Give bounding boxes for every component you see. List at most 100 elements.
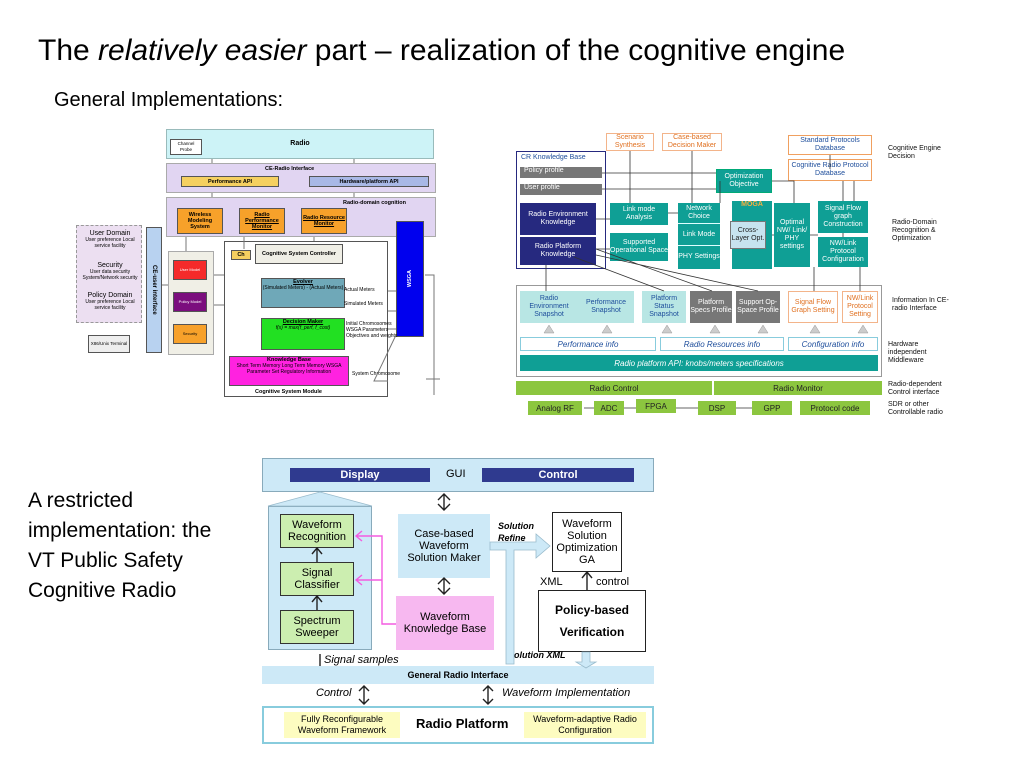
d1-policy-model: Policy Model [173,292,207,312]
d3-gui: GUI [446,468,466,480]
d2-network-col: Network Choice Link Mode PHY Settings [678,203,720,269]
d2-user-profile: User profile [520,184,602,195]
d2-kb-frame: CR Knowledge Base [516,151,606,269]
d2-r-info: Information In CE-radio Interface [892,297,949,312]
d2-perf-info: Performance info [520,337,656,351]
d3-solution-refine: Solution Refine [498,521,534,543]
d2-phy-settings: PHY Settings [678,245,720,267]
d3-control: Control [482,468,634,482]
d1-system-chrom: System Chromosome [352,371,401,377]
d2-nw-link-config: NW/Link Protocol Configuration [818,237,868,267]
d2-protocol-code: Protocol code [800,401,870,415]
d2-radio-env-kb: Radio Environment Knowledge [520,203,596,235]
d2-r-domain: Radio-Domain Recognition & Optimization [892,219,937,242]
d2-link-mode-analysis: Link mode Analysis [610,203,668,225]
d3-solution-xml: Solution XML [508,650,566,660]
d1-user-model: User Model [173,260,207,280]
d1-performance-api: Performance API [181,176,279,187]
d2-snap-ops: Support Op-Space Profile [736,291,780,323]
d2-standard-db: Standard Protocols Database [788,135,872,155]
d1-connectors [162,159,440,395]
d1-radio-domain-label: Radio-domain cognition [343,200,406,206]
d3-policy-box: Policy-based Verification [538,590,646,652]
d1-res-monitor: Radio Resource Monitor [301,208,347,234]
d3-wso-ga: Waveform Solution Optimization GA [552,512,622,572]
d3-waveform-kb: Waveform Knowledge Base [396,596,494,650]
d2-cross-layer: Cross-Layer Opt. [730,221,766,249]
d1-ce-radio-label: CE-Radio Interface [265,166,315,172]
d2-scenario: Scenario Synthesis [606,133,654,151]
d1-hardware-api: Hardware/platform API [309,176,429,187]
d2-radio-control: Radio Control [516,381,712,395]
d1-channel-probe: Channel Probe [170,139,202,155]
d3-control-italic: Control [316,687,352,699]
diagram-cr-engine: Scenario Synthesis Case-based Decision M… [514,125,954,425]
d3-waveform-impl: Waveform Implementation [502,687,631,699]
d2-r-hw: Hardware independent Middleware [888,341,927,364]
d3-display: Display [290,468,430,482]
d1-cs-controller: Cognitive System Controller [255,244,343,264]
d2-sfg-setting: Signal Flow Graph Setting [788,291,838,323]
d2-config-info: Configuration info [788,337,878,351]
d2-analog-rf: Analog RF [528,401,582,415]
d1-wsga: WSGA [396,221,424,337]
d2-case-based: Case-based Decision Maker [662,133,722,151]
side-note: A restricted implementation: the VT Publ… [28,489,212,602]
d2-cr-kb-label: CR Knowledge Base [521,154,586,161]
d2-radio-monitor: Radio Monitor [714,381,882,395]
d1-initial-chrom: Initial Chromosomes WSGA Parameters Obje… [346,321,398,339]
d2-gpp: GPP [752,401,792,415]
d2-supported-ops: Supported Operational Space [610,233,668,261]
d2-res-info: Radio Resources info [660,337,784,351]
d2-platform-api: Radio platform API: knobs/meters specifi… [520,355,878,371]
d1-terminal: X86/Unix Terminal [88,335,130,353]
d1-ce-radio-interface: CE-Radio Interface Performance API Hardw… [166,163,436,193]
d1-radio: Radio [166,129,434,159]
d3-control-small: control [596,576,630,588]
d2-connectors [543,151,869,409]
diagram-ce-architecture: Radio Channel Probe CE-Radio Interface P… [74,125,440,400]
d2-adc: ADC [594,401,624,415]
d1-ce-user-interface: CE-user interface [146,227,162,353]
d1-radio-domain: Radio-domain cognition Wireless Modeling… [166,197,436,237]
d3-spectrum-sweeper: Spectrum Sweeper [280,610,354,644]
d2-r-sdr: SDR or other Controllable radio [888,401,943,416]
d2-policy-profile: Policy profile [520,167,602,178]
d1-wireless-modeling: Wireless Modeling System [177,208,223,234]
d2-link-mode: Link Mode [678,223,720,245]
d3-waveform-recog: Waveform Recognition [280,514,354,548]
d2-snap-specs: Platform Specs Profile [690,291,732,323]
d2-dsp: DSP [698,401,736,415]
d1-actual-meters: Actual Meters [344,287,375,293]
d3-connectors [267,491,598,705]
d1-model-column: User Model Policy Model Security [168,251,214,355]
d1-evolver: Evolver(Simulated Meters) - (Actual Mete… [261,278,345,308]
d2-sfg-construction: Signal Flow graph Construction [818,201,868,233]
d2-r-cog: Cognitive Engine Decision [888,145,941,160]
d2-fpga: FPGA [636,399,676,413]
d1-security-block: Security [173,324,207,344]
d1-perf-monitor: Radio Performance Monitor [239,208,285,234]
d1-csm-label: Cognitive System Module [255,389,322,395]
d2-network-choice: Network Choice [686,205,712,220]
d2-snap-plat: Platform Status Snapshot [642,291,686,323]
d3-signal-samples: Signal samples [324,654,399,666]
d2-moga: MOGA [741,201,763,208]
slide-subtitle: General Implementations: [54,89,284,111]
d2-snap-env: Radio Environment Snapshot [520,291,578,323]
d2-info-frame [516,285,882,377]
d3-gri: General Radio Interface [262,666,654,684]
d3-radio-platform: Radio Platform [416,716,509,731]
d3-xml: XML [540,576,563,588]
d3-fully-reconfig: Fully Reconfigurable Waveform Framework [284,712,400,738]
d2-opt-objective: Optimization Objective [716,169,772,193]
d3-verification: Verification [559,625,625,639]
d1-ch: Ch [231,250,251,260]
diagram-vt-public-safety: Display GUI Control Waveform Recognition… [260,458,656,748]
